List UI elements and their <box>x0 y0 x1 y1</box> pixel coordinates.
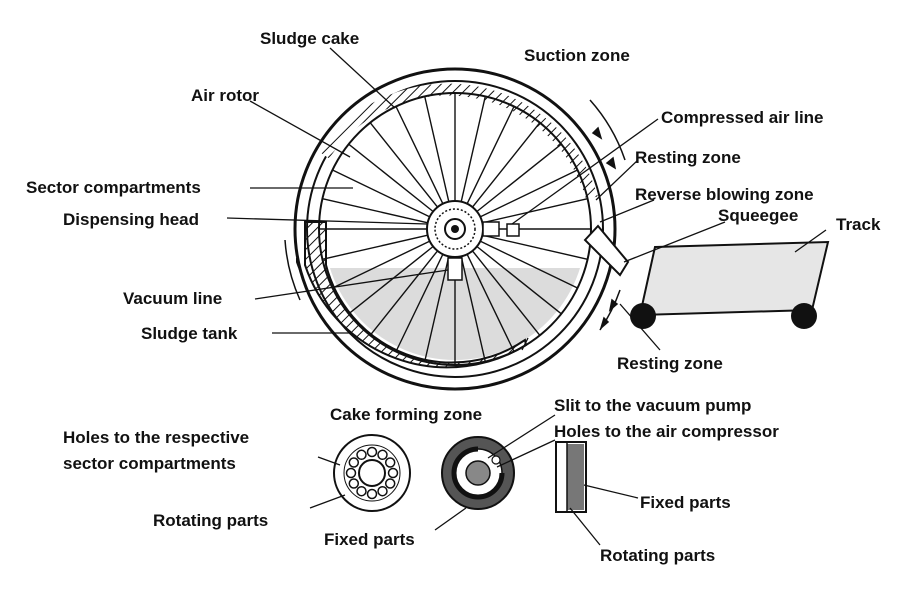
label-rotating-parts-left: Rotating parts <box>153 511 268 530</box>
label-cake-forming-zone: Cake forming zone <box>330 405 482 424</box>
sector-hole <box>356 485 367 497</box>
sector-hole <box>366 446 378 458</box>
label-resting-zone-top: Resting zone <box>635 148 741 167</box>
label-squeegee: Squeegee <box>718 206 798 225</box>
sector-compartment-spokes <box>319 93 591 365</box>
side-view-parts <box>555 441 587 513</box>
label-holes-to-air-compressor: Holes to the air compressor <box>554 422 779 441</box>
spoke <box>471 122 541 208</box>
spoke <box>482 234 588 260</box>
sector-hole <box>348 457 360 468</box>
label-sludge-cake: Sludge cake <box>260 29 359 48</box>
label-fixed-parts-right: Fixed parts <box>640 493 731 512</box>
spoke <box>332 169 431 218</box>
label-resting-zone-bottom: Resting zone <box>617 354 723 373</box>
spoke <box>332 240 431 289</box>
label-rotating-parts-right: Rotating parts <box>600 546 715 565</box>
sector-hole <box>345 467 357 479</box>
spoke <box>476 143 562 213</box>
spoke <box>369 122 439 208</box>
spoke <box>482 198 588 224</box>
bottom-leader-lines <box>309 414 639 546</box>
label-vacuum-line: Vacuum line <box>123 289 222 308</box>
rotation-arrows <box>284 99 626 331</box>
label-fixed-parts-middle: Fixed parts <box>324 530 415 549</box>
spoke <box>471 250 541 336</box>
label-reverse-blowing-zone: Reverse blowing zone <box>635 185 814 204</box>
spoke <box>424 256 450 362</box>
spoke <box>348 245 434 315</box>
label-holes-to-sectors-line1: Holes to the respective <box>63 428 249 447</box>
spoke <box>424 96 450 202</box>
sector-hole <box>366 488 378 500</box>
spoke <box>460 256 486 362</box>
fixed-disc-with-slit <box>441 436 515 510</box>
leader-lines <box>226 47 827 351</box>
sector-hole <box>348 478 360 489</box>
sector-hole <box>387 467 399 479</box>
dispensing-head-hub <box>426 200 520 281</box>
label-suction-zone: Suction zone <box>524 46 630 65</box>
sector-hole <box>384 457 396 468</box>
track <box>630 240 830 329</box>
squeegee-blade <box>583 224 630 277</box>
sector-hole <box>384 478 396 489</box>
label-compressed-air-line: Compressed air line <box>661 108 824 127</box>
spoke <box>466 106 515 205</box>
spoke <box>369 250 439 336</box>
rotating-disc-with-holes <box>333 434 411 512</box>
label-air-rotor: Air rotor <box>191 86 259 105</box>
labels: Sludge cake Suction zone Air rotor Compr… <box>26 29 881 565</box>
spoke <box>476 245 562 315</box>
label-dispensing-head: Dispensing head <box>63 210 199 229</box>
spoke <box>322 198 428 224</box>
sector-hole <box>377 485 388 497</box>
spoke <box>322 234 428 260</box>
spoke <box>466 253 515 352</box>
label-holes-to-sectors-line2: sector compartments <box>63 454 236 473</box>
spoke <box>395 106 444 205</box>
label-track: Track <box>836 215 881 234</box>
spoke <box>479 169 578 218</box>
label-slit-to-vacuum-pump: Slit to the vacuum pump <box>554 396 751 415</box>
spoke <box>460 96 486 202</box>
label-sector-compartments: Sector compartments <box>26 178 201 197</box>
label-sludge-tank: Sludge tank <box>141 324 238 343</box>
sector-hole <box>356 449 367 461</box>
spoke <box>479 240 578 289</box>
spoke <box>348 143 434 213</box>
sector-hole <box>377 449 388 461</box>
spoke <box>395 253 444 352</box>
